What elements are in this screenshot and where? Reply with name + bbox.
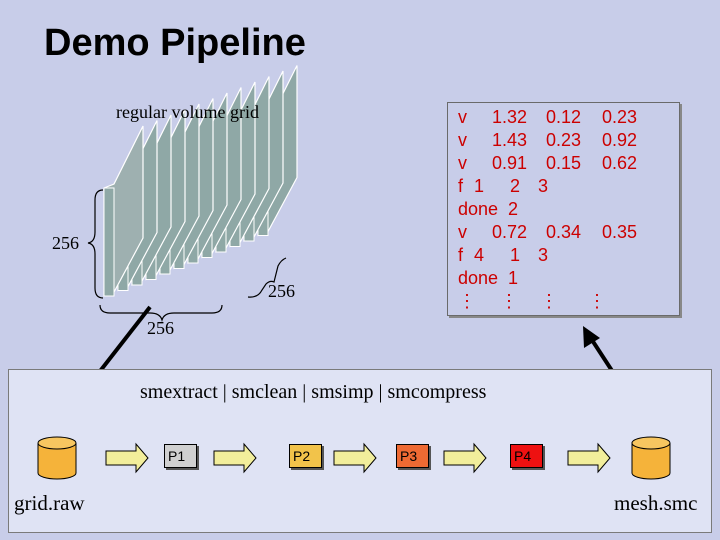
data-line-value: 0.35 xyxy=(602,222,638,242)
process-box-p4: P4 xyxy=(510,444,543,468)
command-line: smextract | smclean | smsimp | smcompres… xyxy=(140,381,487,403)
data-line-value: 0.62 xyxy=(602,153,638,173)
grid-slice-front xyxy=(131,176,143,286)
process-box-p2: P2 xyxy=(289,444,322,468)
data-line-value: 0.15 xyxy=(546,153,582,173)
data-line-key: v xyxy=(458,130,467,150)
data-line-key: ⋮ xyxy=(458,291,476,311)
grid-slice-front xyxy=(145,171,157,280)
grid-slice xyxy=(131,114,172,286)
data-line-value: 1.43 xyxy=(492,130,528,150)
data-line-value: 0.91 xyxy=(492,153,528,173)
grid-slice xyxy=(145,109,186,281)
grid-label: regular volume grid xyxy=(116,102,259,122)
data-line-value: 3 xyxy=(538,245,549,265)
data-line-key: f xyxy=(458,245,464,265)
data-line-value: 1 xyxy=(474,176,485,196)
data-line-value: 2 xyxy=(510,176,521,196)
grid-slice-front xyxy=(117,182,129,291)
mesh-data-box: v 1.32 0.12 0.23 v 1.43 0.23 0.92 v 0.91 0.15 0.62 f… xyxy=(447,102,680,316)
data-line-key: f xyxy=(458,176,464,196)
grid-slice-front xyxy=(173,160,185,269)
dim-left-label: 256 xyxy=(52,233,79,253)
output-file-label: mesh.smc xyxy=(614,491,698,515)
input-file-label: grid.raw xyxy=(14,491,85,515)
data-line-key: done xyxy=(458,268,499,288)
data-line-value: 0.23 xyxy=(602,107,638,127)
data-line-value: ⋮ xyxy=(500,291,518,311)
grid-slice xyxy=(173,98,214,270)
data-line-value: 0.23 xyxy=(546,130,582,150)
grid-slice xyxy=(103,125,144,297)
data-line-key: v xyxy=(458,107,467,127)
page-title: Demo Pipeline xyxy=(44,22,306,64)
data-line-value: 3 xyxy=(538,176,549,196)
dim-bottom-label: 256 xyxy=(147,318,174,338)
process-box-p1: P1 xyxy=(164,444,197,468)
data-line-value: 4 xyxy=(474,245,485,265)
grid-slice-front xyxy=(215,143,227,253)
data-line-key: v xyxy=(458,153,467,173)
grid-slice-front xyxy=(159,165,171,275)
grid-slice-front xyxy=(257,127,269,236)
arrow-smc-to-data-head xyxy=(583,326,600,348)
data-line-value: ⋮ xyxy=(588,291,606,311)
grid-slice-front xyxy=(243,132,255,242)
data-line-value: 0.92 xyxy=(602,130,638,150)
dim-depth-label: 256 xyxy=(268,281,295,301)
data-line-value: 1 xyxy=(510,245,521,265)
grid-slice-front xyxy=(201,149,213,258)
data-line-value: 1.32 xyxy=(492,107,528,127)
data-line-value: ⋮ xyxy=(540,291,558,311)
grid-slice xyxy=(159,103,200,275)
data-line-key: v xyxy=(458,222,467,242)
grid-slice xyxy=(243,70,284,242)
process-box-p3: P3 xyxy=(396,444,429,468)
left-brace xyxy=(87,189,104,299)
data-line-value: 2 xyxy=(508,199,519,219)
grid-slices xyxy=(103,65,298,297)
data-line-value: 0.34 xyxy=(546,222,582,242)
grid-slice xyxy=(117,120,158,292)
grid-slice-front xyxy=(103,187,115,297)
data-line-value: 1 xyxy=(508,268,519,288)
grid-slice-front xyxy=(229,138,241,247)
grid-slice xyxy=(257,65,298,237)
data-line-value: 0.12 xyxy=(546,107,582,127)
grid-slice-front xyxy=(187,154,199,264)
data-line-key: done xyxy=(458,199,499,219)
data-line-value: 0.72 xyxy=(492,222,528,242)
